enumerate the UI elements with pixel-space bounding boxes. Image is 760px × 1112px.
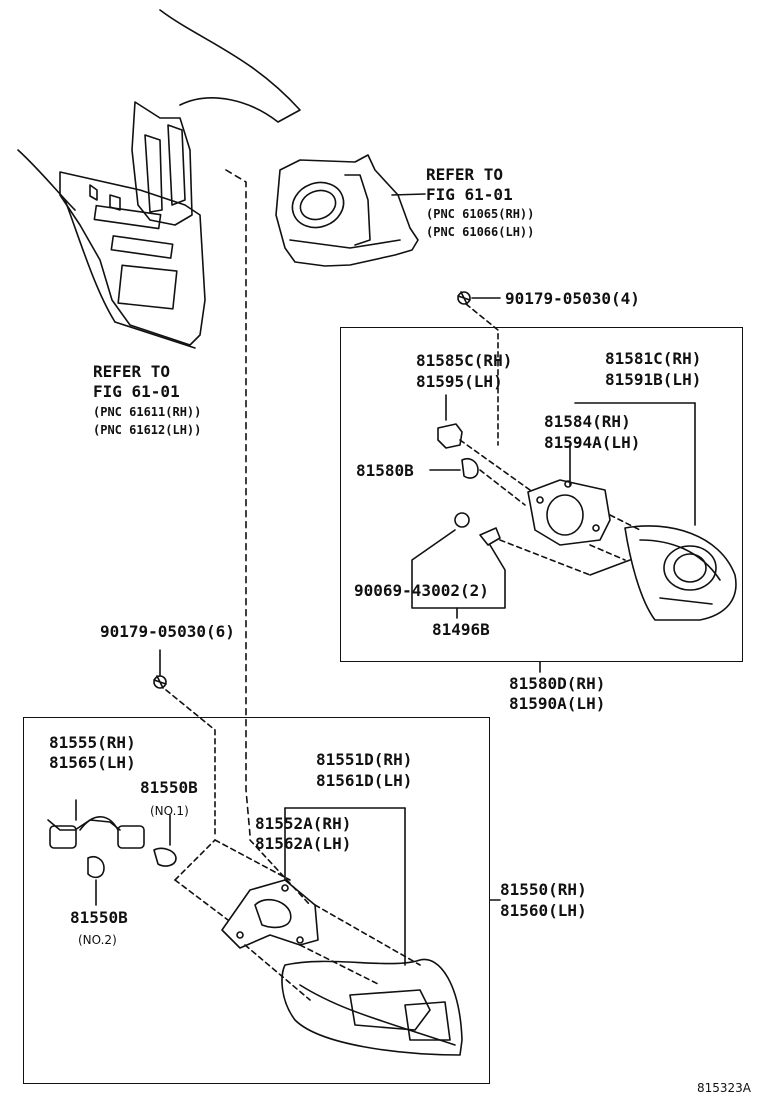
label-upper-assy-lh: 81590A(LH)	[509, 694, 606, 713]
upper-box-parts	[411, 291, 737, 621]
label-bulb-no2: 81550B	[70, 908, 128, 927]
label-nut: 90069-43002(2)	[354, 581, 489, 600]
refer-left-line4: (PNC 61612(LH))	[93, 423, 202, 437]
refer-right-line1: REFER TO	[426, 165, 504, 184]
label-lens-rh: 81581C(RH)	[605, 349, 702, 368]
label-lower-lens-rh: 81551D(RH)	[316, 750, 413, 769]
label-socket-rh: 81585C(RH)	[416, 351, 513, 370]
lower-assembly-box	[23, 717, 490, 1084]
upper-assembly-box	[340, 327, 743, 662]
label-lower-socket-lh: 81565(LH)	[49, 753, 136, 772]
label-bulb-no2-note: (NO.2)	[78, 933, 117, 947]
label-gasket-rh: 81584(RH)	[544, 412, 631, 431]
label-upper-assy-rh: 81580D(RH)	[509, 674, 606, 693]
refer-right-line2: FIG 61-01	[426, 185, 513, 204]
left-inner-panel-part	[59, 101, 206, 349]
refer-left-line3: (PNC 61611(RH))	[93, 405, 202, 419]
label-bulb-no1-note: (NO.1)	[150, 804, 189, 818]
lower-box-parts	[47, 649, 541, 1056]
label-lens-lh: 81591B(LH)	[605, 370, 702, 389]
right-inner-panel-part	[275, 154, 426, 267]
refer-left-line2: FIG 61-01	[93, 382, 180, 401]
label-screw-top: 90179-05030(4)	[505, 289, 640, 308]
label-lower-screw: 90179-05030(6)	[100, 622, 235, 641]
label-bulb-no1: 81550B	[140, 778, 198, 797]
refer-left-line1: REFER TO	[93, 362, 171, 381]
body-panel-outline	[17, 9, 301, 211]
label-socket-lh: 81595(LH)	[416, 372, 503, 391]
label-stud: 81496B	[432, 620, 490, 639]
label-lower-socket-rh: 81555(RH)	[49, 733, 136, 752]
label-lower-assy-lh: 81560(LH)	[500, 901, 587, 920]
label-lower-assy-rh: 81550(RH)	[500, 880, 587, 899]
label-lower-lens-lh: 81561D(LH)	[316, 771, 413, 790]
figure-code: 815323A	[697, 1081, 752, 1095]
label-lower-gasket-lh: 81562A(LH)	[255, 834, 352, 853]
dashed-guide-line	[225, 169, 251, 836]
refer-right-line3: (PNC 61065(RH))	[426, 207, 535, 221]
label-lower-gasket-rh: 81552A(RH)	[255, 814, 352, 833]
refer-right-line4: (PNC 61066(LH))	[426, 225, 535, 239]
label-bulb: 81580B	[356, 461, 414, 480]
label-gasket-lh: 81594A(LH)	[544, 433, 641, 452]
